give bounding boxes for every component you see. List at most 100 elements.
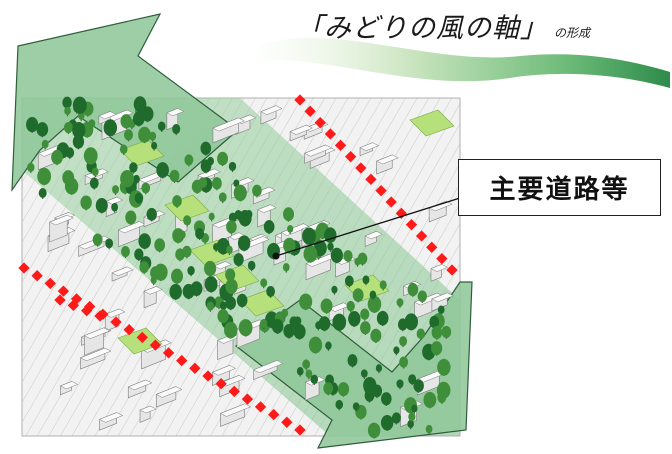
tree-canopy (133, 174, 140, 184)
tree-canopy (380, 414, 394, 431)
tree-canopy (370, 328, 382, 343)
building-roof (376, 154, 399, 165)
building-roof (257, 204, 277, 213)
road-marker (44, 277, 56, 290)
tree-canopy (225, 278, 238, 295)
tree-canopy (206, 301, 215, 311)
tree-canopy (360, 369, 368, 378)
tree-canopy (217, 151, 229, 166)
tree-canopy (408, 412, 416, 422)
tree-canopy (27, 162, 35, 173)
tree-canopy (337, 382, 350, 397)
tree-canopy (200, 141, 212, 156)
tree-canopy (332, 313, 347, 331)
title-main: 「みどりの風の軸」 (296, 13, 548, 44)
tree-canopy (138, 233, 151, 249)
road-marker (294, 424, 306, 436)
tree-canopy (310, 374, 319, 384)
tree-canopy (125, 210, 137, 225)
tree-canopy (225, 268, 236, 282)
tree-canopy (413, 379, 424, 393)
road-marker (215, 378, 227, 390)
tree-canopy (399, 356, 409, 368)
tree-canopy (134, 192, 144, 204)
tree-canopy (171, 268, 184, 284)
road-marker (345, 151, 357, 163)
tree-canopy (302, 227, 316, 245)
tree-canopy (146, 207, 157, 221)
tree-canopy (112, 185, 120, 194)
tree-canopy (367, 422, 381, 439)
building-roof (359, 142, 380, 152)
tree-canopy (226, 220, 237, 234)
tree-canopy (260, 319, 268, 328)
title-swoosh (258, 37, 670, 88)
road-marker (426, 241, 438, 253)
road-marker (446, 264, 458, 276)
tree-canopy (26, 117, 39, 133)
tree-canopy (120, 169, 135, 188)
tree-canopy (252, 184, 262, 197)
tree-canopy (293, 323, 306, 340)
road-marker (281, 416, 293, 428)
building-roof (49, 214, 74, 226)
tree-canopy (330, 247, 343, 263)
tree-canopy (236, 293, 248, 308)
building-roof (111, 266, 134, 277)
tree-canopy (411, 404, 418, 413)
tree-canopy (226, 245, 233, 254)
tree-canopy (283, 237, 296, 254)
road-marker (324, 128, 337, 140)
tree-canopy (119, 144, 128, 154)
tree-canopy (154, 238, 166, 252)
title-subtitle: の形成 (554, 26, 591, 40)
building-roof (431, 292, 454, 303)
tree-canopy (179, 230, 186, 239)
tree-canopy (234, 210, 243, 220)
tree-canopy (190, 281, 203, 297)
tree-canopy (141, 182, 151, 194)
tree-canopy (195, 227, 205, 240)
tree-canopy (416, 328, 426, 340)
road-marker (57, 285, 70, 297)
tree-canopy (346, 300, 355, 312)
tree-canopy (169, 283, 182, 300)
tree-canopy (38, 188, 47, 198)
tree-canopy (263, 220, 275, 234)
tree-canopy (367, 295, 382, 313)
tree-canopy (318, 316, 331, 331)
tree-canopy (95, 197, 108, 213)
road-marker (334, 139, 347, 151)
building-roof (98, 111, 117, 120)
tree-canopy (379, 280, 387, 290)
tree-canopy (429, 315, 440, 329)
tree-canopy (184, 154, 194, 166)
tree-canopy (129, 162, 138, 173)
tree-canopies (26, 96, 452, 439)
tree-canopy (247, 260, 256, 271)
tree-canopy (352, 288, 364, 302)
tree-canopy (354, 257, 361, 266)
tree-canopy (327, 242, 334, 251)
tree-canopy (348, 311, 361, 327)
callout-leader-line (275, 197, 461, 257)
tree-canopy (325, 341, 332, 350)
tree-canopy (431, 325, 443, 340)
tree-canopy (124, 129, 134, 141)
tree-canopy (133, 96, 147, 113)
tree-canopy (362, 275, 370, 285)
tree-canopy (347, 354, 358, 367)
tree-canopy (407, 282, 419, 297)
building-roof (143, 286, 163, 295)
tree-canopy (375, 364, 383, 372)
tree-canopy (73, 104, 80, 113)
tree-canopy (238, 319, 253, 337)
tree-canopy (198, 177, 208, 189)
tree-canopy (217, 309, 229, 324)
building-roof (289, 124, 314, 135)
tree-canopy (150, 276, 157, 284)
tree-canopy (169, 169, 180, 183)
road-marker (241, 393, 254, 405)
tree-canopy (397, 318, 408, 331)
